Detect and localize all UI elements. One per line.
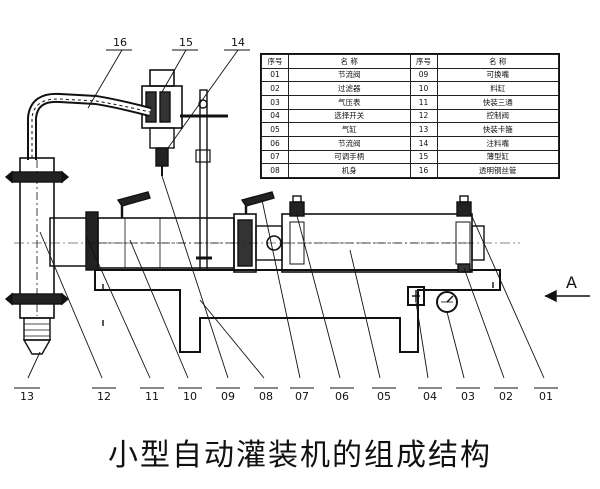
parts-table-grid: 序号 名 称 序号 名 称 01 节流阀 09 可换嘴 02 过滤器 10 料缸 [261, 54, 559, 178]
table-row: 05 气缸 13 快装卡箍 [261, 122, 559, 137]
part-name: 快装三通 [436, 94, 559, 110]
diagram-caption: 小型自动灌装机的组成结构 [108, 438, 492, 473]
part-no: 16 [409, 163, 438, 178]
part-no: 14 [409, 135, 438, 151]
callout-01: 01 [539, 390, 553, 403]
callout-13: 13 [20, 390, 34, 403]
table-row: 08 机身 16 透明钢丝管 [261, 163, 559, 178]
callout-15: 15 [179, 36, 193, 49]
callout-05: 05 [377, 390, 391, 403]
material-cylinder [49, 211, 485, 273]
callout-04: 04 [423, 390, 437, 403]
top-valve-assembly [141, 69, 183, 176]
callout-07: 07 [295, 390, 309, 403]
part-no: 10 [409, 81, 438, 96]
table-row: 06 节流阀 14 注料嘴 [261, 135, 559, 151]
callouts: 16 15 14 13 12 11 10 09 08 07 06 05 04 0… [20, 36, 577, 403]
table-row: 03 气压表 11 快装三通 [261, 94, 559, 110]
transparent-hose [27, 92, 152, 160]
parts-table: 序号 名 称 序号 名 称 01 节流阀 09 可换嘴 02 过滤器 10 料缸 [260, 53, 560, 179]
part-no: 15 [409, 149, 438, 165]
part-no: 02 [261, 81, 289, 96]
header-name-2: 名 称 [436, 54, 559, 69]
header-name: 名 称 [288, 54, 411, 69]
pressure-gauge [436, 291, 458, 313]
callout-16: 16 [113, 36, 127, 49]
header-no: 序号 [261, 54, 289, 69]
part-name: 过滤器 [288, 81, 411, 96]
table-row: 04 选择开关 12 控制阀 [261, 108, 559, 124]
machine-body [94, 269, 501, 353]
part-name: 气压表 [288, 94, 411, 110]
callout-11: 11 [145, 390, 159, 403]
handle-left [116, 191, 151, 218]
part-no: 11 [409, 94, 438, 110]
part-name: 薄型缸 [436, 149, 559, 165]
part-name: 快装卡箍 [436, 122, 559, 137]
callout-08: 08 [259, 390, 273, 403]
selector-switch [407, 286, 425, 306]
table-row: 02 过滤器 10 料缸 [261, 81, 559, 96]
throttle-valve-01 [456, 195, 472, 217]
leader-lines [14, 49, 558, 389]
part-no: 03 [261, 94, 289, 110]
table-header-row: 序号 名 称 序号 名 称 [261, 54, 559, 69]
part-no: 05 [261, 122, 289, 137]
part-no: 12 [409, 108, 438, 124]
part-no: 01 [261, 67, 289, 83]
part-no: 08 [261, 163, 289, 178]
handle-adjustable [240, 191, 275, 214]
callout-10: 10 [183, 390, 197, 403]
callout-14: 14 [231, 36, 245, 49]
part-no: 04 [261, 108, 289, 124]
part-no: 07 [261, 149, 289, 165]
part-name: 选择开关 [288, 108, 411, 124]
view-arrow [544, 289, 590, 303]
table-row: 07 可调手柄 15 薄型缸 [261, 149, 559, 165]
throttle-valve-06 [289, 195, 305, 217]
part-name: 料缸 [436, 81, 559, 96]
part-name: 透明钢丝管 [436, 163, 559, 178]
part-name: 节流阀 [288, 135, 411, 151]
part-no: 09 [409, 67, 438, 83]
part-name: 可调手柄 [288, 149, 411, 165]
callout-03: 03 [461, 390, 475, 403]
callout-02: 02 [499, 390, 513, 403]
callout-09: 09 [221, 390, 235, 403]
header-no-2: 序号 [409, 54, 438, 69]
view-label: A [566, 273, 577, 292]
part-name: 可换嘴 [436, 67, 559, 83]
part-no: 06 [261, 135, 289, 151]
part-name: 节流阀 [288, 67, 411, 83]
part-name: 控制阀 [436, 108, 559, 124]
part-name: 注料嘴 [436, 135, 559, 151]
part-no: 13 [409, 122, 438, 137]
part-name: 机身 [288, 163, 411, 178]
part-name: 气缸 [288, 122, 411, 137]
callout-06: 06 [335, 390, 349, 403]
vertical-tee [4, 157, 70, 355]
callout-12: 12 [97, 390, 111, 403]
table-row: 01 节流阀 09 可换嘴 [261, 67, 559, 83]
